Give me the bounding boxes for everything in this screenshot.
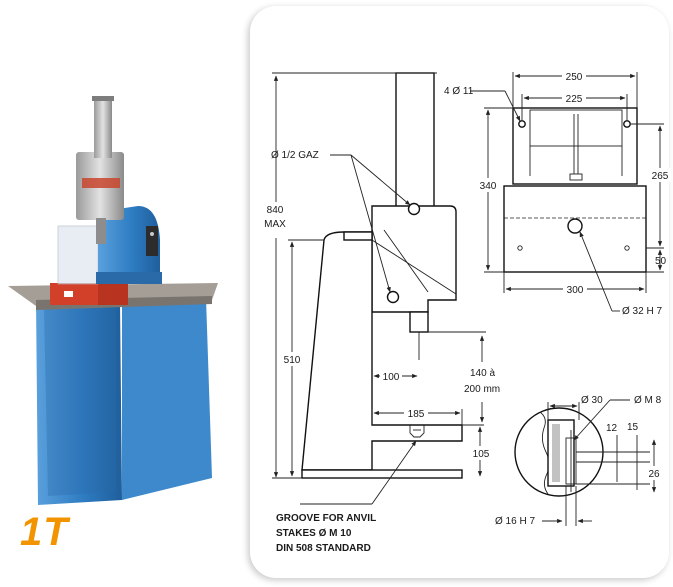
dim-340-text: 340: [480, 181, 497, 192]
ram: [96, 218, 106, 244]
press-head-outline: [371, 205, 457, 313]
ram-outline: [409, 311, 429, 333]
gas-leader-lower: [350, 154, 391, 293]
detail-insert: [547, 419, 575, 487]
frame-arm-plate: [343, 231, 373, 241]
gas-port-note: Ø 1/2 GAZ: [271, 150, 319, 161]
press-machine-illustration: [8, 96, 218, 505]
dim-50-text: 50: [655, 256, 667, 267]
front-view: 250 225 4 Ø 11 340 265 50 300: [444, 69, 671, 317]
head-chamfer: [371, 239, 457, 295]
front-small-hole-left: [517, 245, 523, 251]
dim-26-mask: [643, 466, 665, 480]
groove-leader: [371, 440, 417, 505]
dim-300-mask: [563, 282, 587, 296]
cylinder-outline: [395, 72, 435, 208]
dim-510-text: 510: [284, 355, 301, 366]
cylinder: [94, 98, 112, 158]
lower-port-hole: [386, 290, 400, 304]
warning-label: [64, 291, 73, 297]
dim-stroke-mask: [464, 362, 500, 402]
dim-185-mask: [404, 406, 428, 420]
front-upper-inner: [529, 109, 623, 147]
detail-wave-left: [539, 411, 550, 495]
mount-hole-right: [623, 120, 631, 128]
dim-m8-text: Ø M 8: [634, 395, 662, 406]
dim-840-mask: [262, 202, 288, 238]
head-chamfer-2: [383, 229, 429, 293]
detail-view: Ø 30 Ø M 8 12 15 26 Ø 16 H 7: [495, 395, 665, 527]
dim-300-text: 300: [567, 285, 584, 296]
dim-stroke-text-1: 140 à: [470, 368, 495, 379]
bore-leader: [579, 231, 613, 312]
front-bore-hole: [567, 218, 583, 234]
dim-max-text: MAX: [264, 219, 286, 230]
groove-note-line3: DIN 508 STANDARD: [276, 543, 371, 554]
dim-250-mask: [562, 69, 586, 83]
dim-250-text: 250: [566, 72, 583, 83]
table-red-plate-dark: [98, 283, 128, 305]
front-small-hole-right: [624, 245, 630, 251]
frame-base: [96, 272, 162, 284]
cylinder-top: [92, 96, 114, 101]
groove-note-line2: STAKES Ø M 10: [276, 528, 352, 539]
dim-stroke-text-2: 200 mm: [464, 384, 500, 395]
stand-cabinet: [36, 300, 122, 505]
holes-note: 4 Ø 11: [444, 86, 474, 97]
control-panel: [146, 226, 158, 256]
groove-note-line1: GROOVE FOR ANVIL: [276, 513, 376, 524]
side-view: 840 MAX 510 100 140 à 200 mm 185 105 Ø 1…: [262, 72, 500, 554]
base-outline: [301, 469, 463, 479]
dim-265-mask: [649, 168, 671, 182]
dim-225-text: 225: [566, 94, 583, 105]
m8-leader: [573, 399, 611, 441]
dim-100-text: 100: [383, 372, 400, 383]
groove-profile: [409, 425, 425, 438]
dim-26-text: 26: [648, 469, 660, 480]
dim-340-mask: [477, 178, 499, 192]
mount-hole-left: [518, 120, 526, 128]
upper-port-hole: [407, 202, 421, 216]
dim-12-text: 12: [606, 423, 618, 434]
gas-leader-upper: [350, 154, 411, 206]
front-center-nut: [569, 173, 583, 181]
model-label: 1T: [20, 510, 69, 554]
press-frame: [98, 206, 160, 284]
stand-side-panel: [122, 298, 212, 500]
dim-15-text: 15: [627, 422, 639, 433]
dim-d16-text: Ø 16 H 7: [495, 516, 535, 527]
product-photo: [0, 0, 262, 582]
dim-265-text: 265: [652, 171, 669, 182]
dim-105-mask: [470, 446, 492, 460]
bore-note: Ø 32 H 7: [622, 306, 662, 317]
detail-insert-hatch: [552, 424, 560, 482]
stand-inner-shadow: [44, 308, 116, 496]
dim-100-mask: [380, 369, 402, 383]
dim-185-text: 185: [408, 409, 425, 420]
holes-leader: [504, 90, 521, 122]
dim-510-mask: [282, 352, 302, 366]
dim-d30-text: Ø 30: [581, 395, 603, 406]
press-head-red-band: [82, 178, 120, 188]
control-knob: [150, 232, 154, 236]
dim-840-text: 840: [267, 205, 284, 216]
dim-105-text: 105: [473, 449, 490, 460]
dim-225-mask: [562, 91, 586, 105]
